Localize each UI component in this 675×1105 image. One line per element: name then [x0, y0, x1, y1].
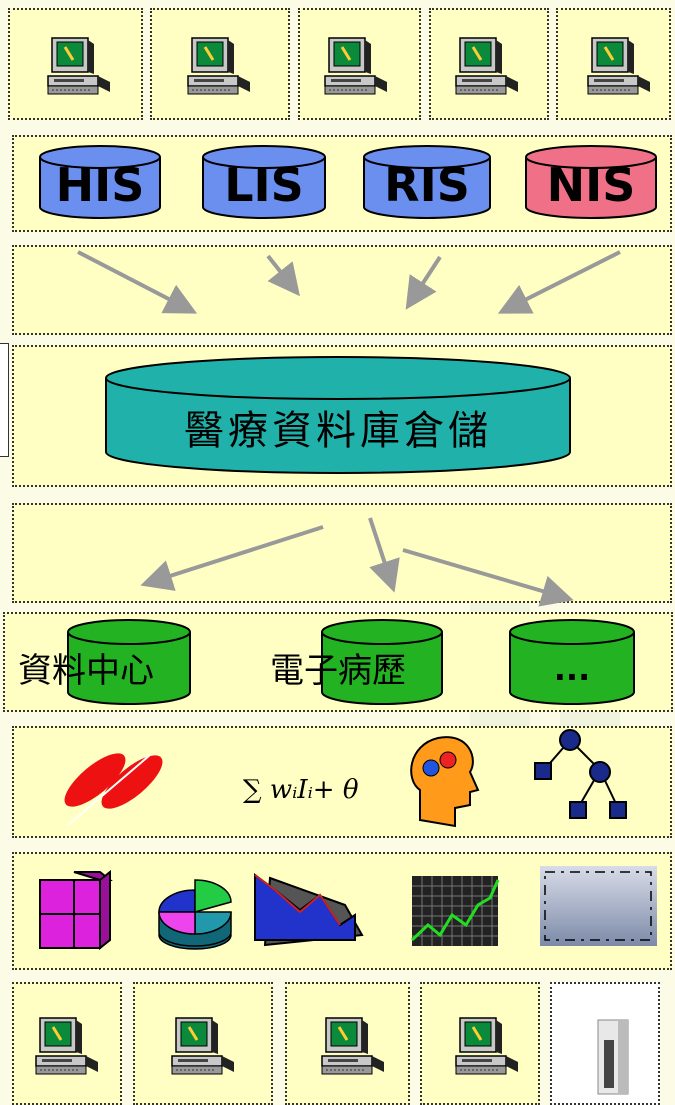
database-icon — [525, 145, 657, 219]
workstation-icon — [320, 1016, 386, 1076]
data-mart-icon — [509, 619, 635, 705]
server-icon — [597, 1019, 629, 1095]
brain-icon — [410, 736, 480, 828]
workstation-icon — [170, 1016, 236, 1076]
workstation-icon — [454, 36, 520, 96]
report-panel-icon — [540, 866, 657, 946]
nis-label: NIS — [546, 158, 636, 212]
workstation-icon — [454, 1016, 520, 1076]
area-chart-icon — [254, 873, 364, 947]
database-icon — [39, 145, 161, 219]
workstation-cell — [556, 8, 671, 120]
workstation-cell — [133, 982, 273, 1105]
database-icon — [363, 145, 491, 219]
workstation-icon — [186, 36, 252, 96]
ris-label: RIS — [384, 158, 470, 212]
arrows-band-top — [12, 245, 672, 335]
clustering-icon — [64, 753, 163, 826]
data-mart-icon — [321, 619, 443, 705]
workstation-icon — [46, 36, 112, 96]
data-center-label: 資料中心 — [18, 651, 154, 691]
pie-chart-icon — [158, 879, 232, 950]
workstation-icon — [586, 36, 652, 96]
data-mart-icon — [67, 619, 191, 705]
cube-icon — [39, 869, 113, 951]
side-marker — [0, 343, 9, 457]
lis-label: LIS — [224, 158, 304, 212]
warehouse-label: 醫療資料庫倉儲 — [184, 408, 492, 454]
database-icon — [202, 145, 326, 219]
warehouse-database-icon — [105, 356, 571, 474]
line-chart-icon — [410, 876, 500, 946]
converging-arrows — [77, 250, 621, 314]
more-marts-label: ... — [553, 650, 591, 688]
workstation-icon — [34, 1016, 100, 1076]
workstation-icon — [323, 36, 389, 96]
emr-label: 電子病歷 — [270, 651, 406, 691]
diverging-arrows — [140, 517, 574, 607]
decision-tree-icon — [534, 729, 627, 819]
weighted-sum-formula: ∑ wᵢIᵢ+ θ — [243, 775, 359, 805]
his-label: HIS — [55, 158, 145, 212]
